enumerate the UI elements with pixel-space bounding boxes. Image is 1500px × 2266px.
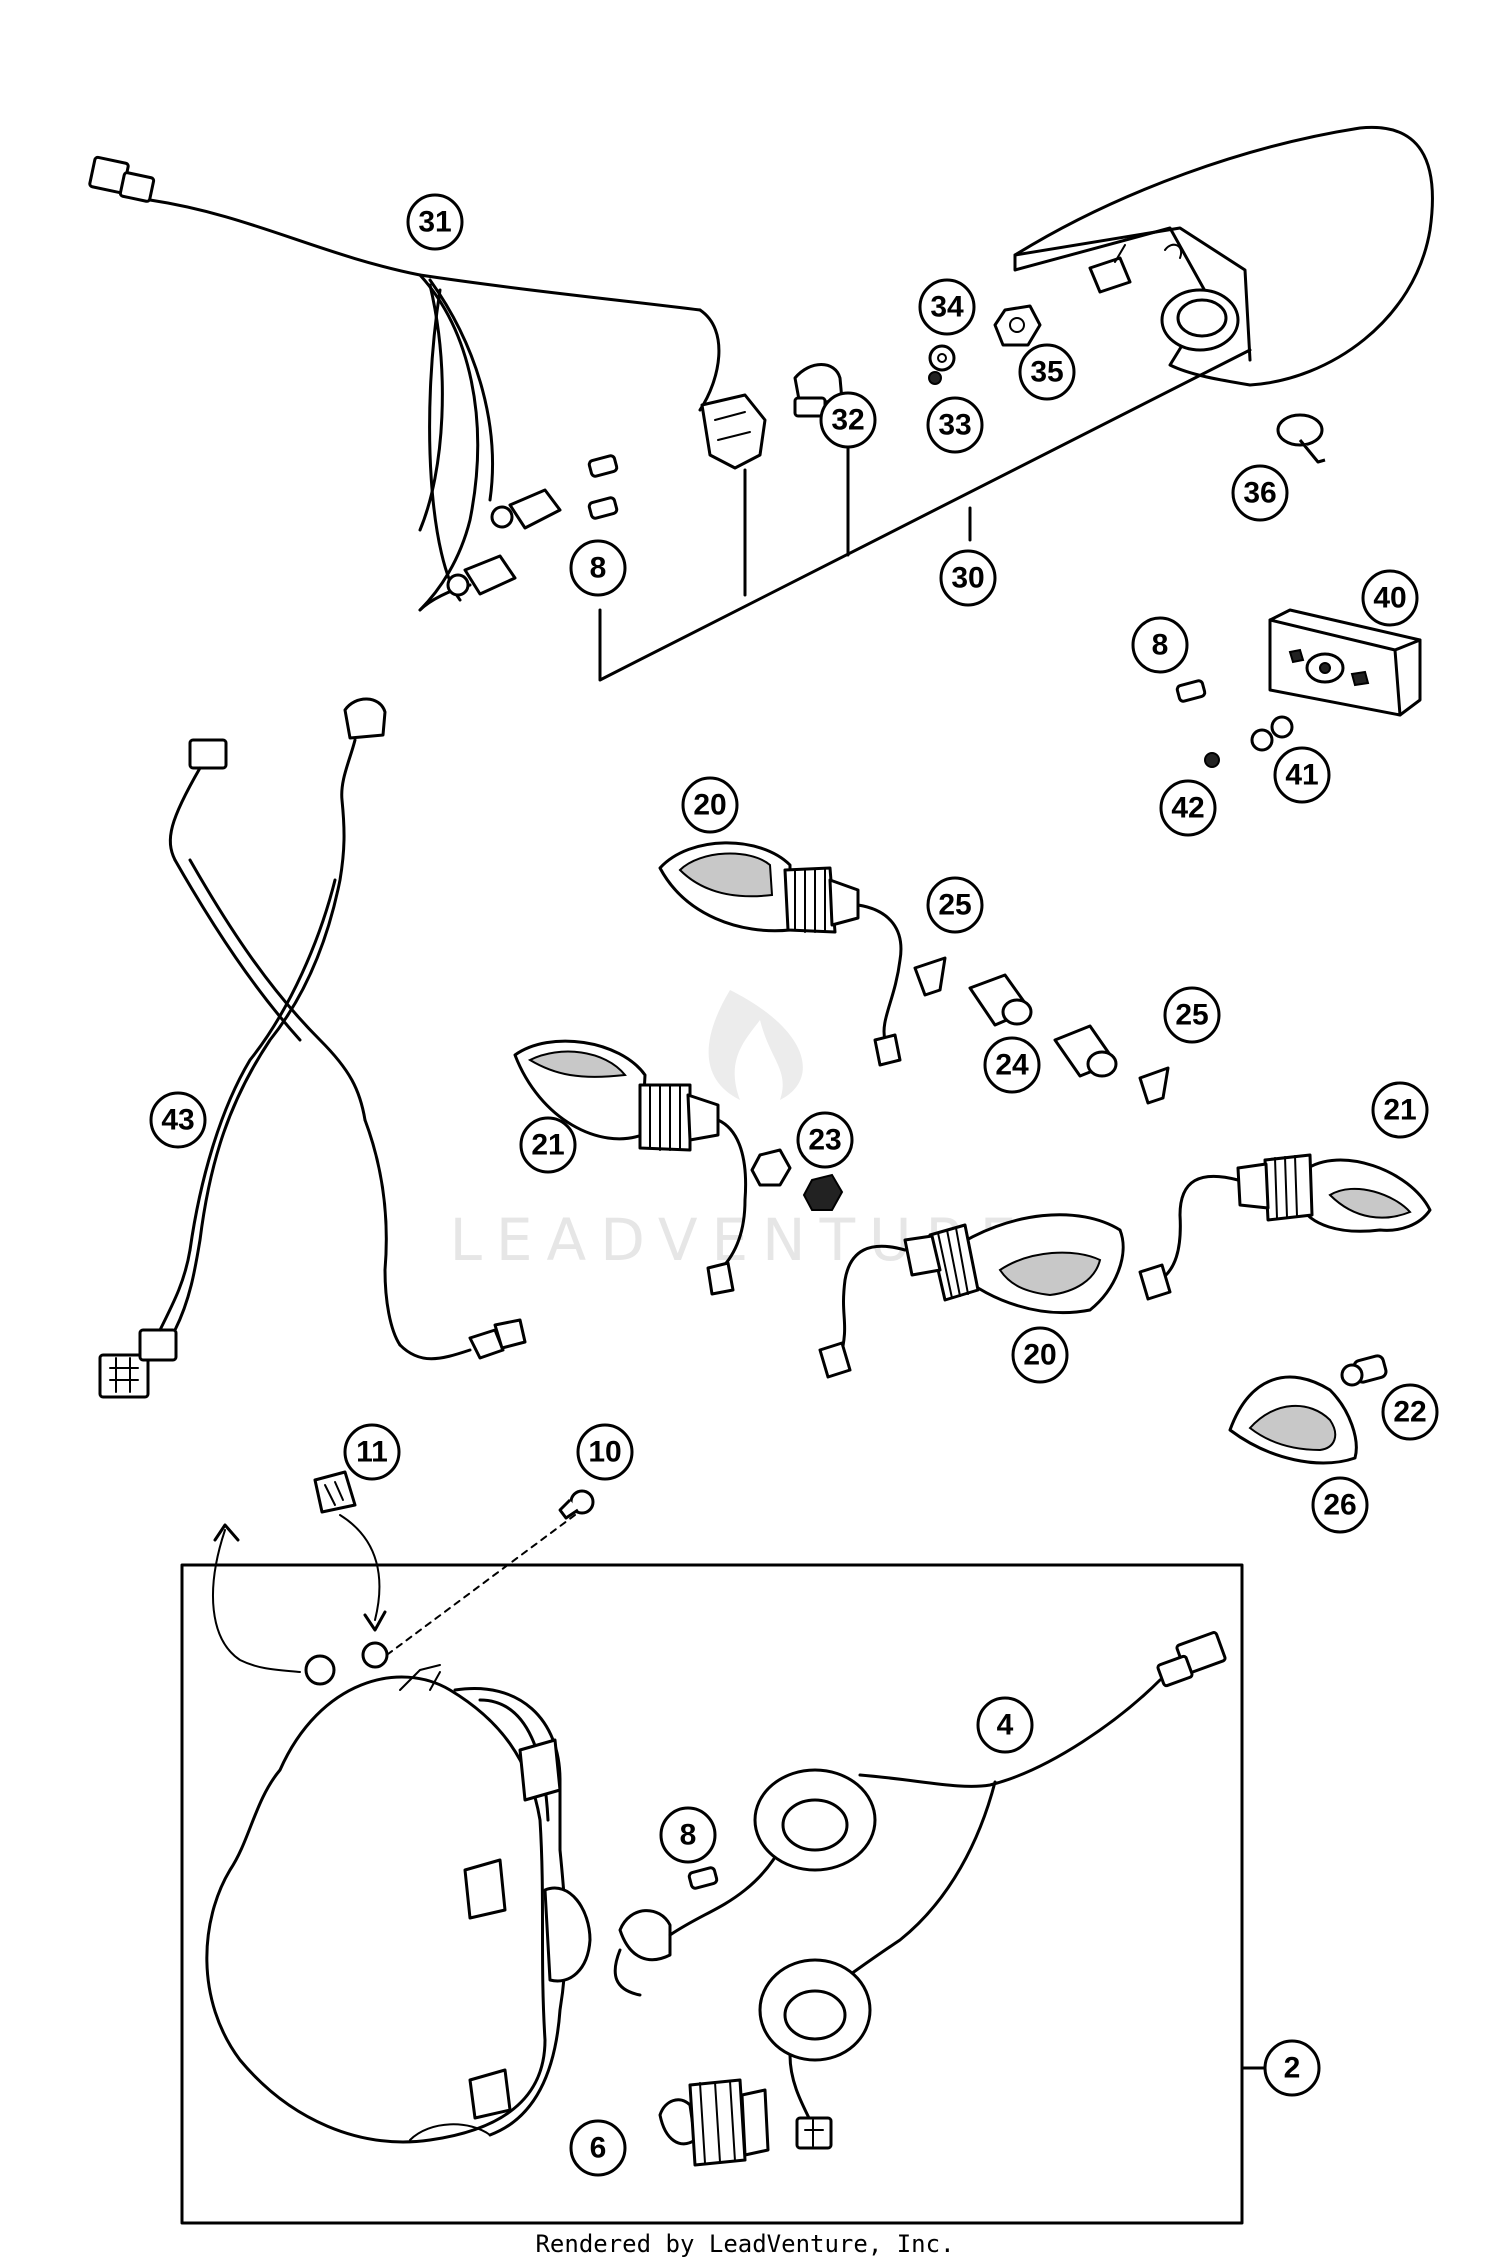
adjust-arrows [212, 1514, 576, 1673]
svg-text:20: 20 [1023, 1339, 1056, 1372]
blinker-20-upper [658, 841, 903, 1067]
svg-text:2: 2 [1284, 2052, 1301, 2085]
svg-text:21: 21 [1383, 1094, 1416, 1127]
leader-lines-top [598, 348, 1252, 682]
headlight-bulb-6 [658, 2078, 770, 2167]
callout-43: 43 [149, 1091, 207, 1149]
callout-6: 6 [569, 2119, 627, 2177]
callout-35: 35 [1018, 343, 1076, 401]
callout-41: 41 [1273, 746, 1331, 804]
screw-10 [558, 1489, 595, 1520]
svg-text:43: 43 [161, 1104, 194, 1137]
callout-4: 4 [976, 1696, 1034, 1754]
bulb-8-lower [687, 1866, 719, 1890]
svg-text:8: 8 [680, 1819, 697, 1852]
small-bulb-left-lower [446, 554, 517, 597]
callout-24: 24 [983, 1036, 1041, 1094]
svg-text:42: 42 [1171, 792, 1204, 825]
headlight-group-box [180, 1563, 1244, 2225]
callout-8-right: 8 [1131, 616, 1189, 674]
callout-42: 42 [1159, 779, 1217, 837]
footer-credit: Rendered by LeadVenture, Inc. [535, 2230, 954, 2258]
svg-text:35: 35 [1030, 356, 1063, 389]
callout-23: 23 [796, 1111, 854, 1169]
bulb-pair-8 [587, 454, 619, 520]
bracket-25-lower [1138, 1066, 1170, 1105]
license-plate-light-40 [1268, 608, 1422, 717]
svg-text:31: 31 [418, 206, 451, 239]
svg-text:20: 20 [693, 789, 726, 822]
svg-text:34: 34 [930, 291, 964, 324]
svg-text:30: 30 [951, 562, 984, 595]
bulb-socket [700, 393, 767, 470]
callout-11: 11 [343, 1423, 401, 1481]
svg-text:10: 10 [588, 1436, 621, 1469]
wiring-harness-31 [88, 155, 721, 612]
cross-harness-43 [98, 697, 527, 1399]
callout-10: 10 [576, 1423, 634, 1481]
small-bulb-left-upper [490, 488, 562, 530]
svg-text:32: 32 [831, 404, 864, 437]
svg-text:25: 25 [938, 889, 971, 922]
svg-text:21: 21 [531, 1129, 564, 1162]
callout-36: 36 [1231, 464, 1289, 522]
blinker-20-lower [818, 1213, 1125, 1379]
svg-text:8: 8 [590, 552, 607, 585]
nut-23-a [750, 1148, 792, 1187]
callout-8-top: 8 [569, 539, 627, 597]
svg-text:36: 36 [1243, 477, 1276, 510]
callout-25-lower: 25 [1163, 986, 1221, 1044]
svg-text:24: 24 [995, 1049, 1029, 1082]
callout-22: 22 [1381, 1383, 1439, 1441]
bulb-8-right [1175, 679, 1207, 703]
callout-25-top: 25 [926, 876, 984, 934]
callout-21-right: 21 [1371, 1081, 1429, 1139]
clip-11 [313, 1470, 357, 1514]
svg-text:41: 41 [1285, 759, 1318, 792]
washers-41 [1250, 715, 1294, 752]
callout-8-lower: 8 [659, 1806, 717, 1864]
svg-text:33: 33 [938, 409, 971, 442]
callout-33: 33 [926, 396, 984, 454]
callout-40: 40 [1361, 569, 1419, 627]
blinker-21-right [1138, 1153, 1432, 1301]
harness-4 [753, 1631, 1227, 2150]
svg-text:25: 25 [1175, 999, 1208, 1032]
nut-33 [928, 371, 942, 385]
headlight-housing [205, 1641, 592, 2144]
callout-34: 34 [918, 278, 976, 336]
bracket-25-upper [913, 956, 947, 997]
lens-26 [1228, 1375, 1358, 1465]
svg-text:40: 40 [1373, 582, 1406, 615]
nut-42 [1204, 752, 1220, 768]
svg-text:8: 8 [1152, 629, 1169, 662]
washer-34 [928, 344, 956, 372]
svg-text:6: 6 [590, 2132, 607, 2165]
tail-bulb-32 [793, 363, 844, 418]
spacers-24 [968, 973, 1118, 1078]
svg-text:11: 11 [356, 1436, 388, 1469]
grommet-36 [1276, 413, 1326, 464]
nut-35 [993, 304, 1042, 347]
svg-text:26: 26 [1323, 1489, 1356, 1522]
blinker-21-left [513, 1039, 748, 1296]
nut-23-b [802, 1173, 844, 1211]
callout-30: 30 [939, 549, 997, 607]
callout-20-lower: 20 [1011, 1326, 1069, 1384]
callout-26: 26 [1311, 1476, 1369, 1534]
callout-32: 32 [819, 391, 877, 449]
svg-text:22: 22 [1393, 1396, 1426, 1429]
svg-text:23: 23 [808, 1124, 841, 1157]
bulb-22 [1340, 1354, 1388, 1387]
callout-21-left: 21 [519, 1116, 577, 1174]
svg-text:4: 4 [997, 1709, 1014, 1742]
tail-light-housing-30 [1013, 125, 1434, 387]
callout-2: 2 [1263, 2039, 1321, 2097]
callout-31: 31 [406, 193, 464, 251]
watermark-flame-icon [708, 990, 803, 1100]
callout-20-top: 20 [681, 776, 739, 834]
